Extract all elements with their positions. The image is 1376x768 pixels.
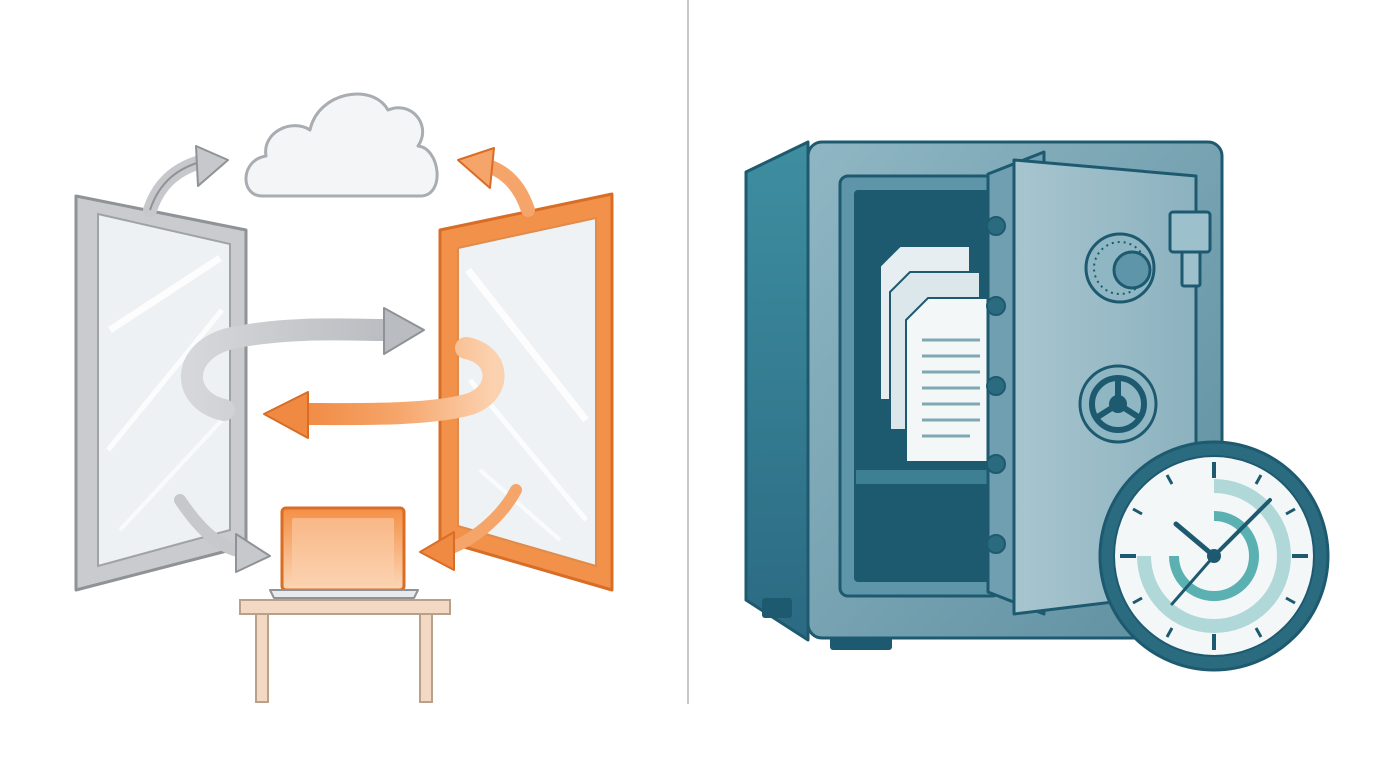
sync-windows-scene bbox=[74, 92, 614, 703]
latch-icon bbox=[1168, 210, 1212, 288]
orange-sync-arrow bbox=[263, 337, 505, 439]
orange-upload-arrow bbox=[457, 147, 535, 217]
hinge-bolt bbox=[986, 534, 1006, 554]
backup-safe-scene bbox=[744, 140, 1330, 672]
documents-icon bbox=[879, 245, 991, 463]
grey-upload-arrow bbox=[143, 145, 229, 217]
handle-wheel-icon bbox=[1078, 364, 1158, 444]
hinge-bolt bbox=[986, 454, 1006, 474]
cloud-icon bbox=[244, 92, 439, 198]
laptop-icon bbox=[269, 506, 419, 599]
hinge-bolt bbox=[986, 376, 1006, 396]
orange-window-icon bbox=[438, 192, 614, 592]
combination-dial-icon bbox=[1084, 232, 1156, 304]
grey-sync-arrow bbox=[181, 307, 425, 421]
grey-download-arrow bbox=[174, 494, 271, 573]
clock-icon bbox=[1098, 440, 1330, 672]
hinge-bolt bbox=[986, 216, 1006, 236]
hinge-bolt bbox=[986, 296, 1006, 316]
grey-window-icon bbox=[74, 194, 248, 592]
orange-download-arrow bbox=[419, 484, 522, 571]
desk-icon bbox=[239, 599, 451, 703]
